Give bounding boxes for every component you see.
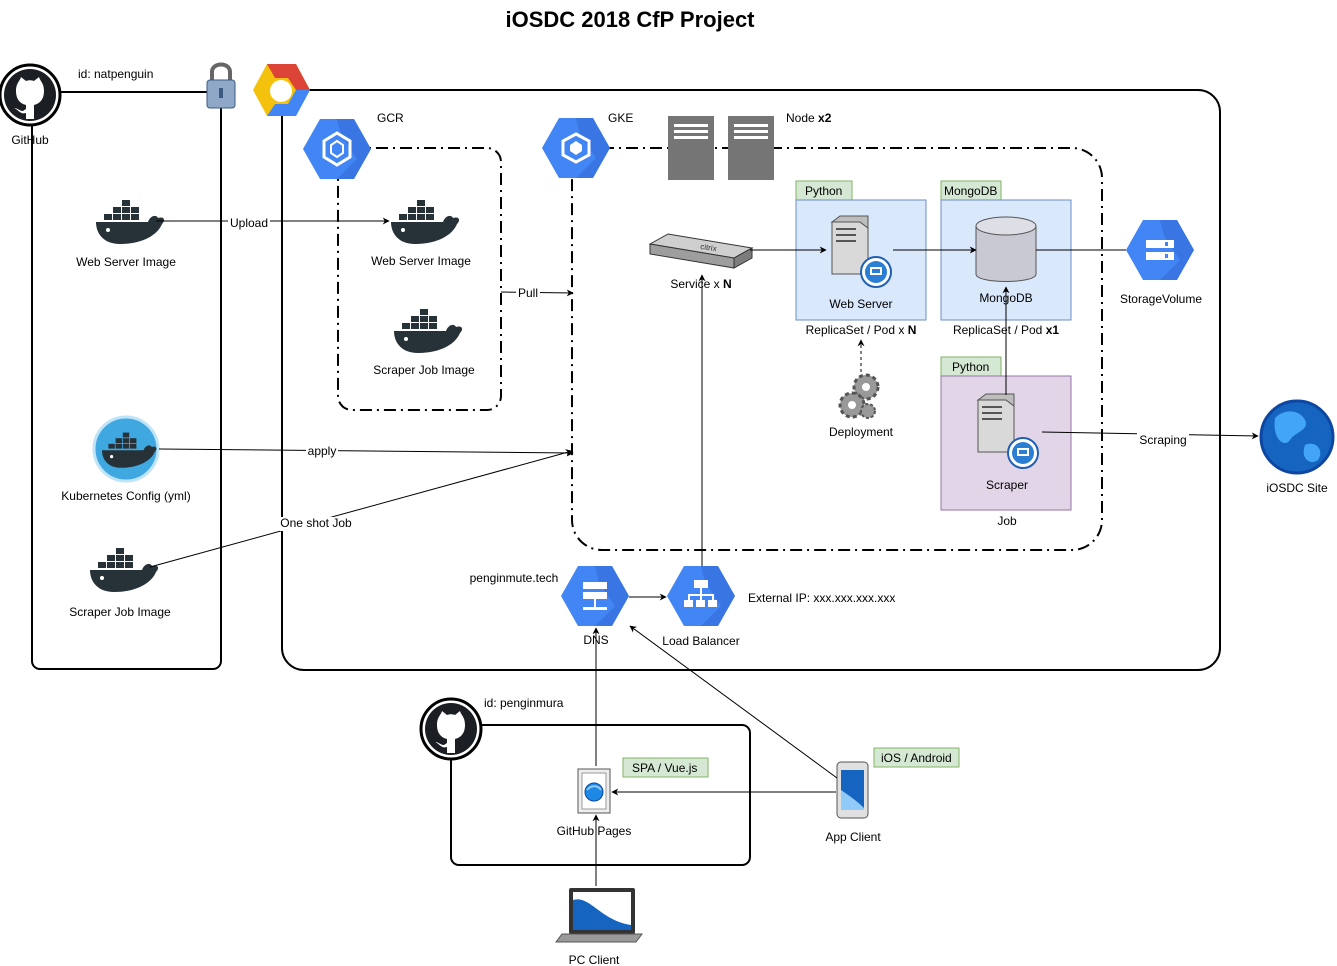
mongodb-tag-label: MongoDB [944, 184, 997, 198]
upload-label: Upload [230, 216, 268, 230]
pull-label: Pull [518, 286, 538, 300]
kubernetes-config-label: Kubernetes Config (yml) [61, 489, 190, 503]
github-icon [0, 63, 62, 127]
external-ip-label: External IP: xxx.xxx.xxx.xxx [748, 591, 895, 605]
gcr-scraper-job-image-label: Scraper Job Image [373, 363, 475, 377]
web-server-label: Web Server [829, 297, 892, 311]
one-shot-job-label: One shot Job [280, 516, 352, 530]
dns-domain-label: penginmute.tech [470, 571, 559, 585]
gke-glyph-icon [561, 132, 591, 164]
dns-glyph-icon [583, 582, 607, 610]
node-server-icon [728, 116, 774, 180]
scraper-label: Scraper [986, 478, 1028, 492]
spa-tag-label: SPA / Vue.js [632, 761, 697, 775]
vm-badge-icon [860, 256, 892, 288]
lock-icon [206, 62, 236, 109]
service-icon: citrix [648, 233, 754, 269]
scraper-job-image-label: Scraper Job Image [69, 605, 171, 619]
github-label: GitHub [11, 133, 49, 147]
apply-edge [158, 448, 574, 457]
github-icon [419, 697, 483, 761]
ios-android-tag [873, 747, 960, 768]
docker-icon [394, 309, 463, 353]
web-page-icon [577, 768, 611, 814]
deployment-label: Deployment [829, 425, 894, 439]
docker-icon [391, 200, 460, 244]
storage-volume-icon [1126, 220, 1194, 280]
github-pages-container [450, 724, 751, 866]
gcr-container [337, 147, 502, 411]
scraping-label: Scraping [1139, 433, 1186, 447]
github-bottom-account: id: penginmura [484, 696, 564, 710]
svg-text:citrix: citrix [700, 242, 718, 253]
python-tag-label: Python [952, 360, 989, 374]
github-account: id: natpenguin [78, 67, 153, 81]
docker-icon [96, 200, 165, 244]
gcp-project-container [281, 89, 1221, 671]
laptop-icon [555, 888, 643, 943]
job-label: Job [997, 514, 1017, 528]
gcp-logo-icon [253, 64, 310, 116]
pc-client-label: PC Client [569, 953, 620, 966]
github-pages-label: GitHub Pages [557, 824, 632, 838]
server-icon [977, 393, 1015, 453]
spa-tag [622, 757, 709, 778]
ios-android-tag-label: iOS / Android [881, 751, 952, 765]
diagram-title: iOSDC 2018 CfP Project [505, 7, 755, 32]
python-tag-label: Python [805, 184, 842, 198]
database-icon [975, 216, 1037, 282]
gke-label: GKE [608, 111, 633, 125]
gcr-glyph-icon [322, 131, 352, 167]
apply-label: apply [308, 444, 337, 458]
gcr-label: GCR [377, 111, 404, 125]
smartphone-icon [836, 761, 869, 819]
node-server-icon [668, 116, 714, 180]
load-balancer-glyph-icon [684, 580, 717, 607]
load-balancer-label: Load Balancer [662, 634, 739, 648]
gke-container [571, 147, 1103, 551]
storage-volume-label: StorageVolume [1120, 292, 1202, 306]
vm-badge-icon [1007, 437, 1039, 469]
node-label: Node x2 [786, 111, 832, 125]
gcr-icon [303, 119, 371, 179]
deployment-gears-icon [838, 373, 880, 419]
iosdc-site-label: iOSDC Site [1266, 481, 1328, 495]
service-label: Service x N [670, 277, 731, 291]
edges: Upload Pull apply One shot Job Scraping [149, 215, 1259, 886]
storage-glyph-icon [1146, 240, 1174, 260]
kubernetes-config-icon [92, 415, 160, 483]
docker-icon [90, 548, 159, 592]
web-replica-label: ReplicaSet / Pod x N [806, 323, 917, 337]
gcr-web-server-image-label: Web Server Image [371, 254, 471, 268]
app-client-label: App Client [825, 830, 881, 844]
web-server-image-label: Web Server Image [76, 255, 176, 269]
globe-icon [1259, 399, 1335, 475]
one-shot-job-edge [149, 449, 573, 568]
mongo-replica-label: ReplicaSet / Pod x1 [953, 323, 1059, 337]
